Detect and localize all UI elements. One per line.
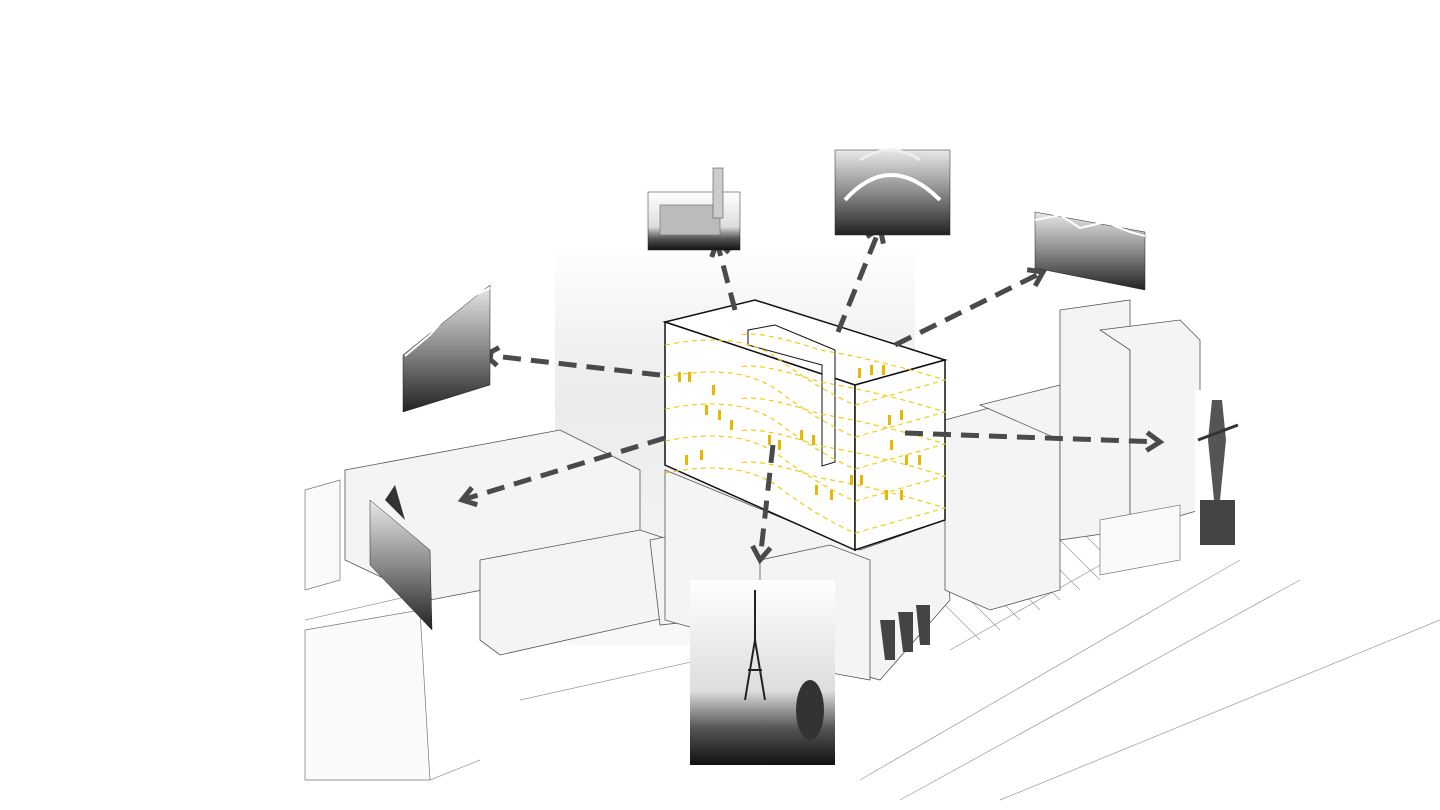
photo-mountain-east: [1034, 211, 1146, 291]
photo-tv-tower: [690, 580, 835, 765]
person-figure: [905, 455, 908, 465]
person-figure: [685, 455, 688, 465]
photo-church: [369, 485, 433, 631]
floor-plate: [664, 461, 947, 534]
arrowhead-icon: [1145, 430, 1165, 453]
photo-mother-statue: [1195, 390, 1240, 550]
person-figure: [700, 450, 703, 460]
box-side: [854, 359, 946, 552]
person-figure: [778, 440, 781, 450]
view-arrow: [457, 435, 666, 508]
view-arrow: [904, 430, 1165, 453]
person-figure: [718, 410, 721, 420]
person-figure: [888, 415, 891, 425]
person-figure: [705, 405, 708, 415]
person-figure: [800, 430, 803, 440]
floor-plate: [664, 365, 947, 438]
person-figure: [712, 385, 715, 395]
person-figure: [730, 420, 733, 430]
arched-windows: [880, 605, 930, 660]
person-figure: [678, 372, 681, 382]
core-volume: [747, 324, 836, 467]
photo-grain-silo: [647, 167, 741, 251]
person-figure: [860, 475, 863, 485]
photo-airport: [834, 148, 951, 236]
proposed-building-volume: [662, 299, 948, 552]
person-figure: [900, 410, 903, 420]
person-figure: [882, 365, 885, 375]
person-figure: [900, 490, 903, 500]
people-figures: [678, 365, 921, 500]
person-figure: [688, 372, 691, 382]
floor-plate: [664, 397, 947, 470]
photo-mountain-west: [402, 284, 491, 413]
view-arrow: [893, 267, 1047, 348]
arrowhead-icon: [750, 544, 773, 565]
person-figure: [918, 455, 921, 465]
floor-plate: [664, 333, 947, 406]
person-figure: [885, 490, 888, 500]
person-figure: [850, 475, 853, 485]
view-photos: [369, 148, 1240, 765]
person-figure: [812, 435, 815, 445]
person-figure: [858, 368, 861, 378]
person-figure: [768, 435, 771, 445]
person-figure: [830, 490, 833, 500]
arrowhead-icon: [1026, 267, 1047, 288]
person-figure: [890, 440, 893, 450]
view-arrow: [750, 444, 776, 565]
person-figure: [815, 485, 818, 495]
floor-plate: [664, 429, 947, 502]
arrowhead-icon: [457, 485, 479, 508]
floor-plates: [664, 333, 947, 534]
person-figure: [870, 365, 873, 375]
